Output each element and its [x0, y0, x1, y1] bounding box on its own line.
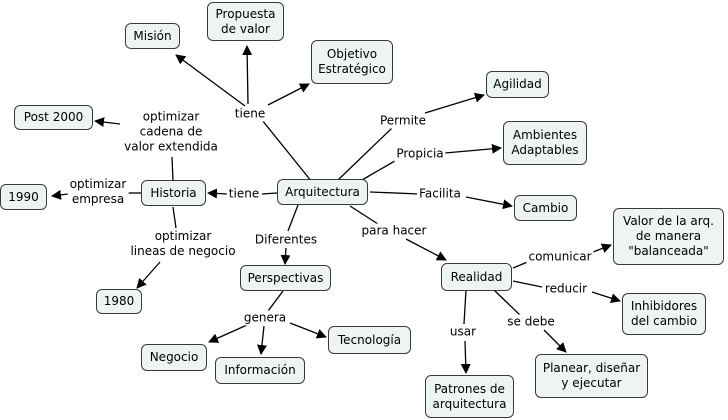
node-arquitectura[interactable]: Arquitectura [277, 179, 368, 205]
node-negocio[interactable]: Negocio [141, 344, 207, 371]
node-valor-arq-balanceada[interactable]: Valor de la arq. de manera "balanceada" [613, 208, 724, 265]
arrow-tiene-propuesta [242, 45, 253, 105]
arrow-genera-informacion [256, 325, 267, 355]
link-label-tiene-top: tiene [232, 106, 268, 122]
link-label-usar: usar [447, 324, 479, 340]
connector-historia-optimizar-lineas [172, 206, 177, 229]
node-planear-disenar-ejecutar[interactable]: Planear, diseñar y ejecutar [535, 354, 648, 398]
connector-arquitectura-permite [337, 127, 393, 181]
node-post-2000[interactable]: Post 2000 [14, 105, 93, 130]
connector-arquitectura-diferentes [287, 204, 299, 232]
arrow-tiene-mision [175, 54, 246, 107]
arrow-genera-tecnologia [289, 322, 327, 339]
connector-historia-optimizar-cadena [171, 156, 174, 181]
link-label-optimizar-cadena: optimizar cadena de valor extendida [122, 109, 220, 155]
link-label-optimizar-lineas: optimizar lineas de negocio [128, 229, 238, 259]
link-label-comunicar: comunicar [526, 249, 594, 265]
link-label-facilita: Facilita [417, 186, 463, 202]
node-ambientes-adaptables[interactable]: Ambientes Adaptables [503, 121, 587, 165]
node-propuesta-de-valor[interactable]: Propuesta de valor [207, 2, 284, 41]
link-label-propicia: Propicia [394, 146, 446, 162]
arrow-reducir-inhibidores [591, 291, 621, 304]
arrow-genera-negocio [208, 324, 248, 343]
link-label-se-debe: se debe [505, 314, 557, 330]
connector-perspectivas-genera [267, 290, 284, 312]
node-agilidad[interactable]: Agilidad [486, 71, 549, 98]
connector-arquitectura-propicia [361, 157, 401, 181]
connector-realidad-reducir [512, 280, 543, 288]
node-patrones-de-arquitectura[interactable]: Patrones de arquitectura [425, 375, 514, 418]
connector-arquitectura-tiene [261, 119, 313, 183]
arrow-tiene-historia [207, 188, 229, 199]
arrow-optimizar-lineas-1980 [136, 261, 161, 289]
arrow-se-debe-planear [543, 329, 567, 353]
arrow-propicia-ambientes [444, 143, 502, 154]
connector-realidad-se-debe [493, 289, 522, 317]
arrow-optimizar-cadena-post2000 [94, 117, 121, 128]
node-1990[interactable]: 1990 [0, 184, 47, 210]
arrow-diferentes-perspectivas [280, 247, 291, 265]
node-cambio[interactable]: Cambio [514, 195, 577, 221]
link-label-genera: genera [241, 310, 289, 326]
link-label-optimizar-empresa: optimizar empresa [67, 177, 129, 207]
node-tecnologia[interactable]: Tecnología [328, 326, 411, 354]
connector-arquitectura-facilita [369, 191, 421, 195]
arrow-tiene-objetivo [267, 83, 310, 106]
node-perspectivas[interactable]: Perspectivas [240, 265, 331, 291]
node-realidad[interactable]: Realidad [441, 263, 512, 291]
link-label-tiene-left: tiene [226, 186, 262, 202]
node-1980[interactable]: 1980 [96, 289, 142, 314]
link-label-para-hacer: para hacer [359, 223, 429, 239]
node-objetivo-estrategico[interactable]: Objetivo Estratégico [311, 40, 393, 84]
arrow-para-hacer-realidad [405, 238, 447, 261]
node-historia[interactable]: Historia [141, 180, 206, 206]
connector-arquitectura-tiene-left [261, 192, 278, 195]
node-informacion[interactable]: Información [215, 357, 305, 384]
connector-realidad-usar [463, 289, 467, 325]
link-label-diferentes: Diferentes [252, 232, 320, 248]
node-mision[interactable]: Misión [125, 23, 180, 49]
arrow-facilita-cambio [465, 196, 513, 210]
arrow-permite-agilidad [424, 92, 485, 114]
arrow-optimizar-empresa-1990 [51, 189, 69, 200]
connector-arquitectura-para-hacer [349, 205, 379, 225]
node-inhibidores-del-cambio[interactable]: Inhibidores del cambio [622, 293, 706, 335]
link-label-reducir: reducir [542, 281, 590, 297]
arrow-usar-patrones [460, 340, 471, 374]
link-label-permite: Permite [377, 113, 429, 129]
